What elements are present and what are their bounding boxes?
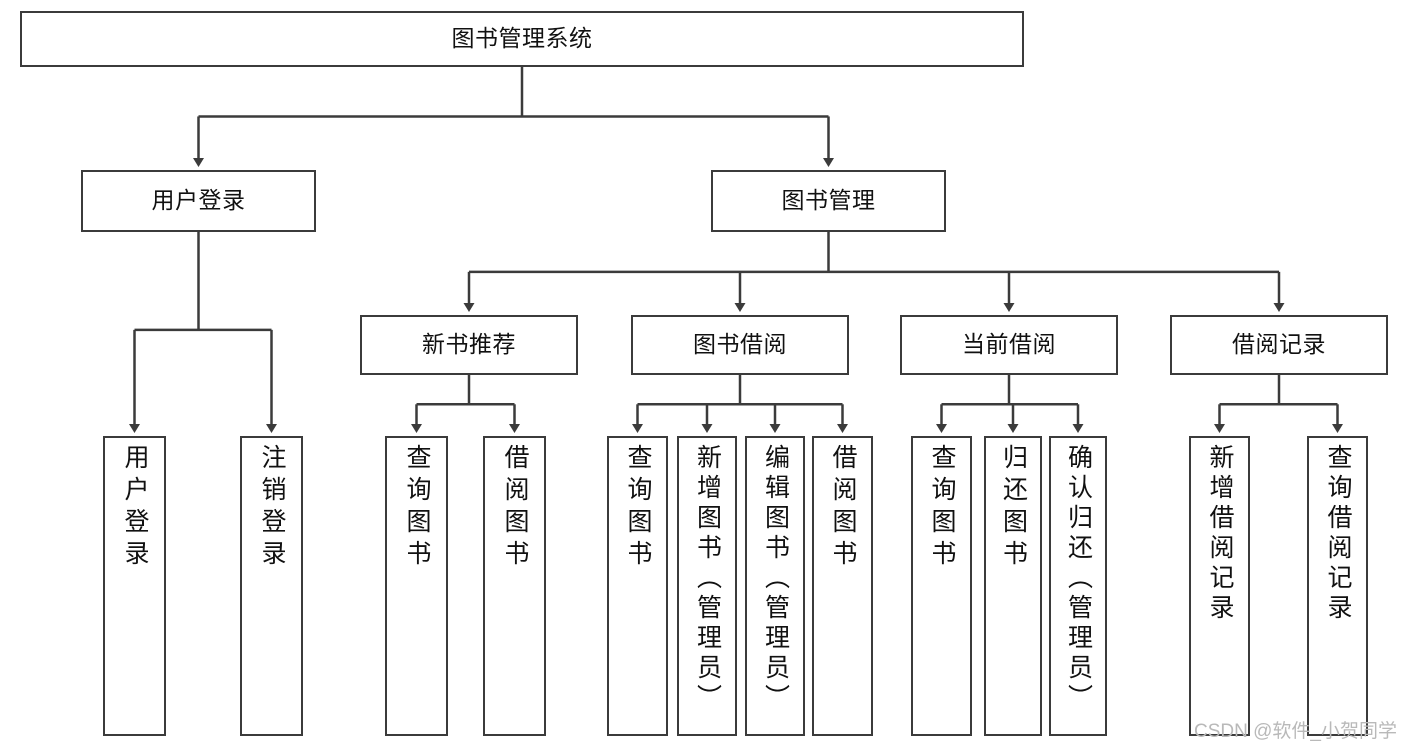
node-label: 用户登录 bbox=[151, 187, 246, 214]
node-leaf-6[interactable]: 新增图书（管理员） bbox=[677, 436, 737, 736]
node-label: 查询图书 bbox=[928, 444, 956, 572]
node-leaf-3[interactable]: 查询图书 bbox=[385, 436, 448, 736]
node-leaf-13[interactable]: 查询借阅记录 bbox=[1307, 436, 1368, 736]
node-leaf-12[interactable]: 新增借阅记录 bbox=[1189, 436, 1250, 736]
node-label: 借阅图书 bbox=[829, 444, 857, 572]
node-label: 图书管理 bbox=[781, 187, 876, 214]
node-bookmgmt[interactable]: 图书管理 bbox=[711, 170, 946, 232]
node-label: 图书借阅 bbox=[693, 331, 787, 358]
node-label: 借阅记录 bbox=[1232, 331, 1326, 358]
node-leaf-11[interactable]: 确认归还（管理员） bbox=[1049, 436, 1107, 736]
node-label: 当前借阅 bbox=[962, 331, 1056, 358]
node-label: 图书管理系统 bbox=[451, 25, 593, 52]
node-label: 新增图书（管理员） bbox=[693, 444, 722, 714]
node-borrow[interactable]: 图书借阅 bbox=[631, 315, 849, 375]
node-label: 归还图书 bbox=[999, 444, 1028, 572]
node-leaf-8[interactable]: 借阅图书 bbox=[812, 436, 873, 736]
node-leaf-10[interactable]: 归还图书 bbox=[984, 436, 1042, 736]
node-records[interactable]: 借阅记录 bbox=[1170, 315, 1388, 375]
node-label: 新书推荐 bbox=[422, 331, 516, 358]
node-leaf-2[interactable]: 注销登录 bbox=[240, 436, 303, 736]
node-root[interactable]: 图书管理系统 bbox=[20, 11, 1024, 67]
node-label: 查询图书 bbox=[624, 444, 652, 572]
node-label: 编辑图书（管理员） bbox=[761, 444, 790, 714]
node-label: 借阅图书 bbox=[501, 444, 529, 572]
node-label: 确认归还（管理员） bbox=[1064, 444, 1093, 714]
node-leaf-9[interactable]: 查询图书 bbox=[911, 436, 972, 736]
node-current[interactable]: 当前借阅 bbox=[900, 315, 1118, 375]
node-label: 查询借阅记录 bbox=[1324, 444, 1352, 624]
node-label: 查询图书 bbox=[403, 444, 431, 572]
node-login[interactable]: 用户登录 bbox=[81, 170, 316, 232]
node-label: 新增借阅记录 bbox=[1206, 444, 1234, 624]
node-label: 注销登录 bbox=[258, 444, 286, 572]
node-leaf-5[interactable]: 查询图书 bbox=[607, 436, 668, 736]
node-leaf-1[interactable]: 用户登录 bbox=[103, 436, 166, 736]
node-label: 用户登录 bbox=[121, 444, 149, 572]
node-newbook[interactable]: 新书推荐 bbox=[360, 315, 578, 375]
node-leaf-4[interactable]: 借阅图书 bbox=[483, 436, 546, 736]
watermark: CSDN @软件_小贺同学 bbox=[1194, 721, 1397, 742]
node-leaf-7[interactable]: 编辑图书（管理员） bbox=[745, 436, 805, 736]
